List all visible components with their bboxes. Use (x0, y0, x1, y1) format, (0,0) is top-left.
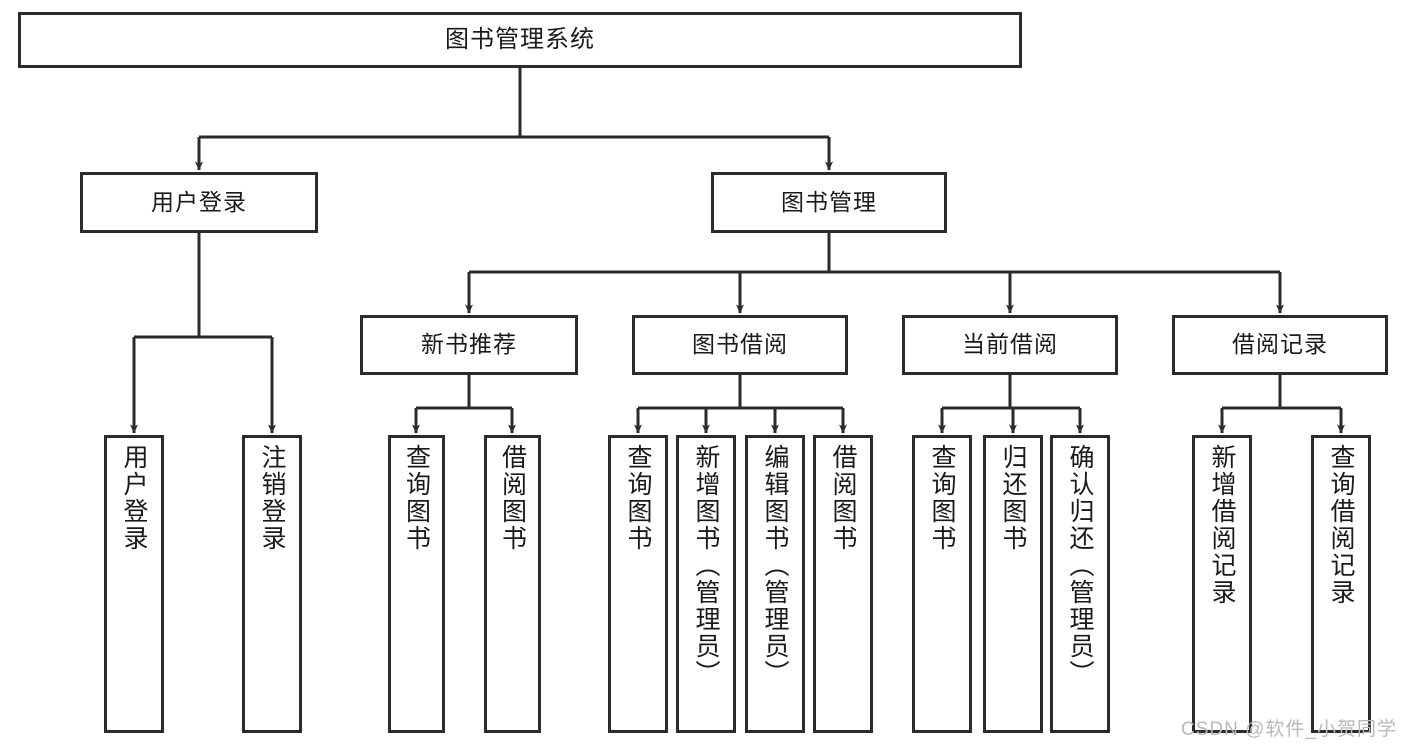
leaf-borrow-book-2[interactable]: 借阅图书 (813, 435, 873, 733)
leaf-label: 注销登录 (258, 444, 286, 552)
leaf-label: 借阅图书 (498, 444, 527, 552)
node-borrow-record[interactable]: 借阅记录 (1172, 315, 1388, 375)
leaf-label: 编辑图书（管理员） (761, 444, 789, 687)
leaf-label: 借阅图书 (829, 444, 857, 552)
leaf-confirm-return[interactable]: 确认归还（管理员） (1050, 435, 1110, 733)
node-new-book-recommend[interactable]: 新书推荐 (360, 315, 578, 375)
leaf-edit-book[interactable]: 编辑图书（管理员） (745, 435, 805, 733)
leaf-user-logout[interactable]: 注销登录 (242, 435, 302, 733)
leaf-label: 用户登录 (120, 444, 148, 552)
node-root-system[interactable]: 图书管理系统 (18, 12, 1022, 68)
leaf-label: 查询图书 (624, 444, 652, 552)
leaf-label: 新增图书（管理员） (692, 444, 720, 687)
leaf-return-book[interactable]: 归还图书 (983, 435, 1043, 733)
watermark: CSDN @软件_小贺同学 (1181, 719, 1397, 740)
leaf-query-book-1[interactable]: 查询图书 (388, 435, 445, 733)
leaf-label: 新增借阅记录 (1208, 444, 1236, 606)
leaf-user-login[interactable]: 用户登录 (104, 435, 164, 733)
leaf-add-record[interactable]: 新增借阅记录 (1192, 435, 1252, 733)
leaf-label: 查询借阅记录 (1327, 444, 1355, 606)
leaf-query-book-3[interactable]: 查询图书 (912, 435, 972, 733)
node-user-login[interactable]: 用户登录 (80, 172, 318, 233)
leaf-add-book[interactable]: 新增图书（管理员） (676, 435, 736, 733)
leaf-label: 查询图书 (928, 444, 956, 552)
leaf-query-record[interactable]: 查询借阅记录 (1311, 435, 1371, 733)
leaf-label: 归还图书 (999, 444, 1027, 552)
node-book-borrow[interactable]: 图书借阅 (632, 315, 848, 375)
leaf-label: 查询图书 (402, 444, 431, 552)
leaf-query-book-2[interactable]: 查询图书 (608, 435, 668, 733)
node-book-manage[interactable]: 图书管理 (711, 172, 947, 233)
node-current-borrow[interactable]: 当前借阅 (902, 315, 1118, 375)
leaf-label: 确认归还（管理员） (1066, 444, 1094, 687)
leaf-borrow-book-1[interactable]: 借阅图书 (484, 435, 541, 733)
